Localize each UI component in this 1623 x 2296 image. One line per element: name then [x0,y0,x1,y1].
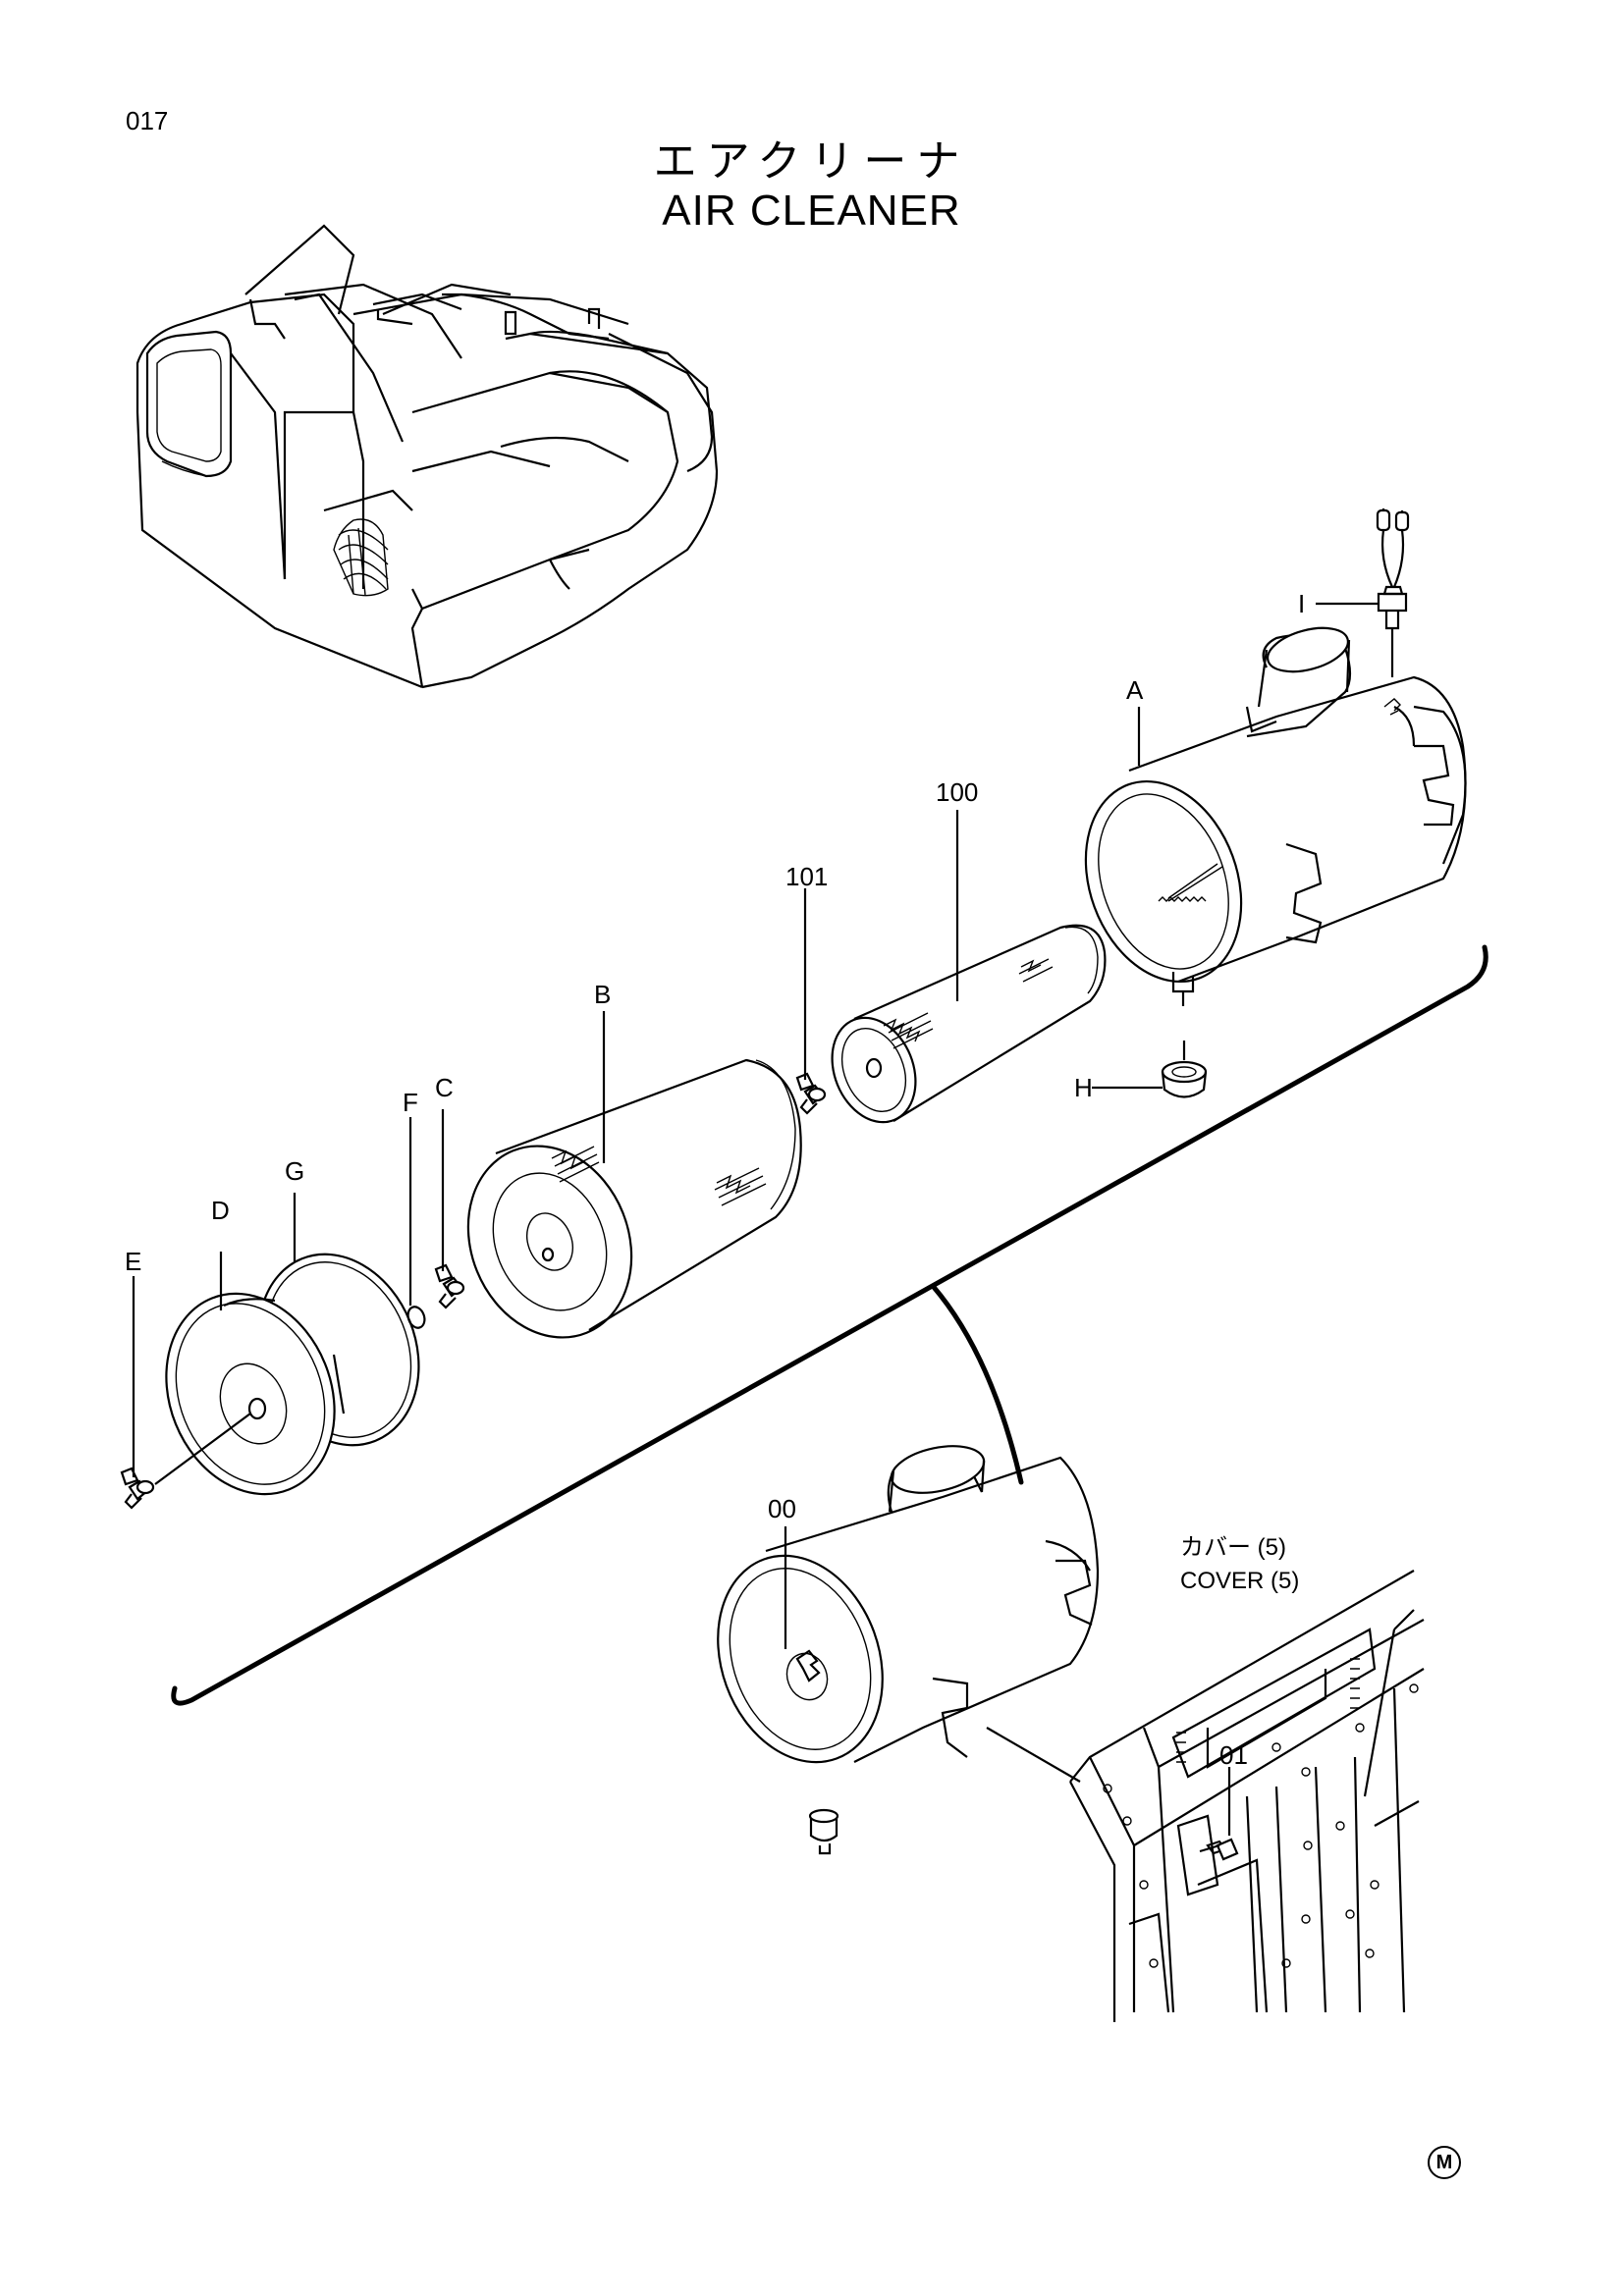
sensor-I [1316,508,1410,677]
callout-B: B [594,980,612,1009]
cover-note-jp: カバー (5) [1180,1534,1286,1561]
registered-mark-icon: M [1428,2146,1461,2179]
frame-cover-5 [1069,1570,1425,2022]
wing-nut-C [434,1109,465,1309]
cover-note-en: COVER (5) [1180,1568,1300,1594]
cap-H [1092,1041,1208,1098]
callout-100: 100 [936,777,979,807]
callout-101: 101 [785,862,829,891]
wing-nut-101 [795,888,827,1115]
callout-G: G [285,1156,305,1186]
excavator-overview [135,224,719,689]
callout-F: F [403,1088,418,1117]
wing-nut-E [120,1276,251,1510]
assembly-00 [717,1445,1100,1855]
inner-element-100 [831,810,1107,1124]
callout-I: I [1298,589,1306,618]
callout-00: 00 [768,1494,796,1523]
callout-E: E [125,1247,142,1276]
title-english: AIR CLEANER [662,187,961,235]
outer-element-B [466,1011,802,1339]
detail-leader-arc [930,1283,1024,1485]
callout-A: A [1126,675,1144,705]
cover-D [165,1252,346,1496]
housing-A [1084,626,1467,1006]
callout-D: D [211,1196,230,1225]
washer-F [406,1117,426,1329]
exploded-view-frame [171,944,1488,1706]
title-japanese: エアクリーナ [653,136,970,187]
callout-C: C [435,1073,454,1102]
page-number: 017 [126,106,169,135]
callout-H: H [1074,1073,1093,1102]
callout-01: 01 [1219,1740,1248,1770]
cover-note: カバー (5) COVER (5) [1180,1531,1299,1598]
